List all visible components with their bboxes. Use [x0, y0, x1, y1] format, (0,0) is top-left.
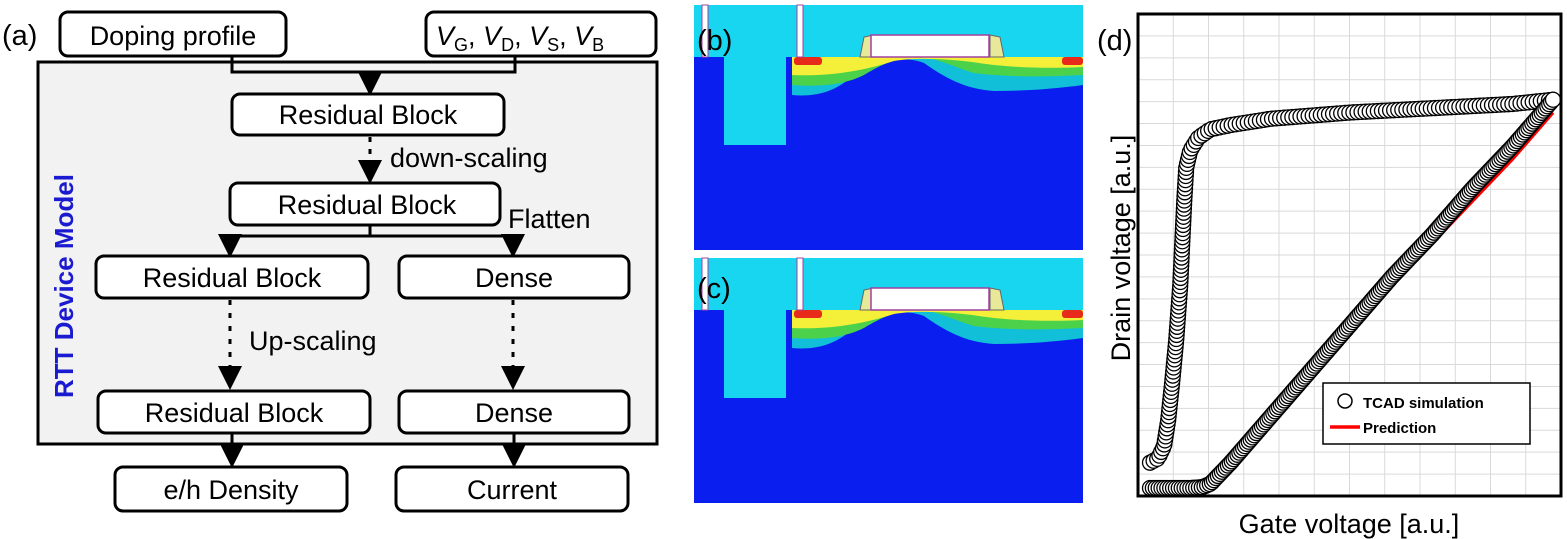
model-title: RTT Device Model: [49, 174, 79, 398]
current-label: Current: [467, 475, 558, 505]
panel-label-b: (b): [697, 25, 732, 57]
chart-legend: [1322, 382, 1531, 445]
legend-label-prediction: Prediction: [1363, 420, 1436, 437]
eh-density-box: [113, 465, 349, 513]
residual-block-2: [228, 181, 502, 227]
chart-plot-area: [1141, 91, 1561, 496]
drain-contact-hot: [1062, 310, 1083, 318]
residual-block-1: [230, 92, 506, 137]
tcad-density-map-b: [694, 4, 1083, 250]
panel-label-c: (c): [697, 273, 731, 305]
drain-contact-hot: [1062, 57, 1083, 65]
up-scaling-label: Up-scaling: [249, 326, 377, 356]
contact-via-left: [701, 4, 709, 58]
residual-block-3: [94, 254, 370, 300]
flatten-label: Flatten: [508, 204, 591, 234]
down-scaling-label: down-scaling: [390, 143, 548, 173]
residual-block-3-label: Residual Block: [143, 263, 322, 293]
panel-label-a: (a): [2, 20, 37, 52]
doping-profile-label: Doping profile: [90, 21, 257, 51]
source-contact-hot: [794, 57, 822, 65]
contact-via-right: [796, 257, 804, 311]
y-axis-label: Drain voltage [a.u.]: [1106, 135, 1136, 362]
isolation-trench: [724, 57, 786, 145]
chart-frame: [1136, 12, 1563, 498]
doping-profile-box: [58, 10, 288, 58]
gate-electrode: [870, 287, 990, 311]
legend-label-tcad: TCAD simulation: [1363, 395, 1484, 412]
residual-block-4-label: Residual Block: [145, 398, 324, 428]
residual-block-1-label: Residual Block: [279, 100, 458, 130]
source-contact-hot: [794, 310, 822, 318]
legend-marker-tcad: [1337, 393, 1353, 409]
inversion-core: [792, 310, 1083, 329]
voltages-label: VG, VD, VS, VB: [436, 21, 604, 55]
residual-block-4: [96, 389, 372, 435]
tcad-point-lower: [1544, 91, 1561, 108]
spacer-right: [989, 287, 1005, 311]
panel-label-d: (d): [1097, 25, 1132, 57]
spacer-right: [989, 34, 1005, 58]
dense-block-1-label: Dense: [475, 263, 553, 293]
isolation-trench: [724, 310, 786, 398]
inversion-core: [792, 57, 1083, 76]
contact-via-left: [701, 257, 709, 311]
contact-via-right: [796, 4, 804, 58]
dense-block-1: [397, 254, 631, 300]
chart-d: Gate voltage [a.u.] Drain voltage [a.u.]…: [1106, 12, 1563, 539]
dense-block-2-label: Dense: [475, 398, 553, 428]
x-axis-label: Gate voltage [a.u.]: [1239, 509, 1460, 539]
voltages-box: [424, 10, 658, 58]
current-box: [394, 465, 630, 513]
residual-block-2-label: Residual Block: [278, 190, 457, 220]
tcad-density-map-c: [694, 257, 1083, 503]
gate-electrode: [870, 34, 990, 58]
eh-density-label: e/h Density: [163, 475, 299, 505]
